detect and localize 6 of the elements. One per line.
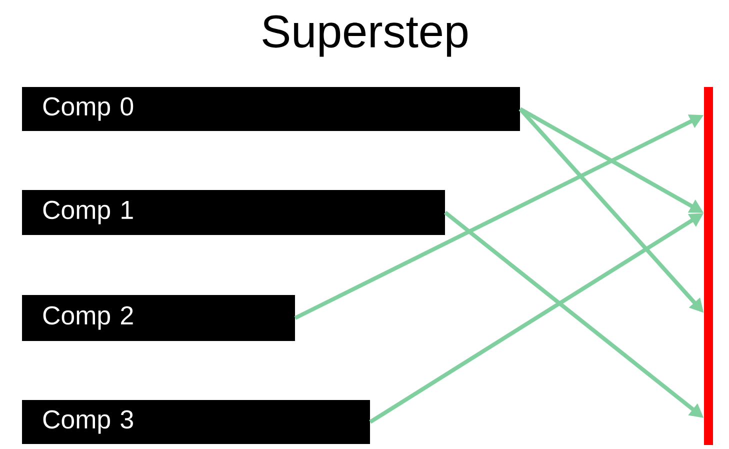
process-box: Comp 0 — [22, 87, 520, 131]
process-box: Comp 2 — [22, 295, 295, 341]
title: Superstep — [262, 15, 468, 57]
barrier-bar — [704, 87, 713, 445]
process-box: Comp 3 — [22, 400, 370, 444]
process-box: Comp 1 — [22, 190, 445, 235]
